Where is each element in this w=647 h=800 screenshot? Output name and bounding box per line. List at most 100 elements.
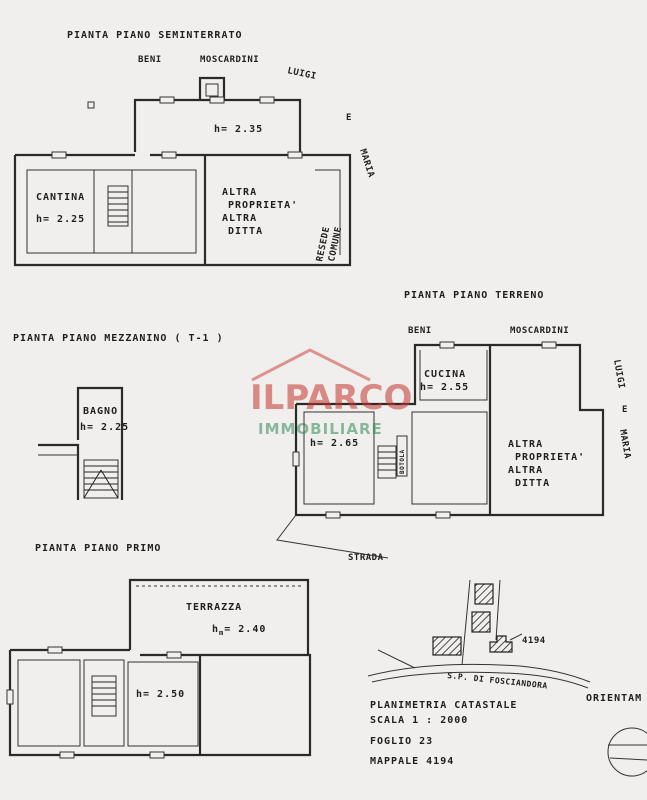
ground-outline bbox=[294, 343, 605, 517]
compass-icon bbox=[607, 727, 647, 777]
ground-hatch bbox=[396, 435, 408, 477]
ground-neighbor-beni: BENI bbox=[408, 326, 432, 336]
ground-altra-1: ALTRA bbox=[508, 439, 543, 450]
basement-stairs bbox=[107, 185, 129, 227]
road-line-1 bbox=[367, 663, 591, 683]
first-central-room bbox=[127, 661, 199, 747]
ground-neighbor-e: E bbox=[622, 405, 628, 415]
ground-window-2 bbox=[541, 341, 557, 349]
basement-title: PIANTA PIANO SEMINTERRATO bbox=[67, 30, 243, 41]
mezzanine-stair-wall bbox=[38, 443, 80, 500]
ground-window-5 bbox=[435, 511, 451, 519]
first-terrace-height: hm= 2.40 bbox=[212, 624, 266, 637]
first-corridor bbox=[83, 659, 125, 747]
ground-window-4 bbox=[325, 511, 341, 519]
basement-cantina-label: CANTINA bbox=[36, 192, 85, 203]
ground-neighbor-luigi: LUIGI bbox=[611, 359, 626, 390]
ground-neighbor-moscardini: MOSCARDINI bbox=[510, 326, 569, 336]
side-road-line bbox=[377, 649, 416, 669]
ground-altra-4: DITTA bbox=[515, 478, 550, 489]
mezzanine-bagno-label: BAGNO bbox=[83, 406, 118, 417]
first-terrace-label: TERRAZZA bbox=[186, 602, 242, 613]
basement-chimney-box bbox=[205, 83, 219, 97]
basement-cantina-room bbox=[26, 169, 95, 254]
cadastral-line-3: FOGLIO 23 bbox=[370, 736, 433, 747]
ground-street-line bbox=[276, 514, 389, 559]
compass-line-2 bbox=[609, 757, 647, 761]
watermark-sub-text: IMMOBILIARE bbox=[258, 420, 383, 438]
first-window-3 bbox=[6, 689, 14, 705]
cadastral-info: PLANIMETRIA CATASTALE SCALA 1 : 2000 FOG… bbox=[370, 700, 517, 767]
mezzanine-title: PIANTA PIANO MEZZANINO ( T-1 ) bbox=[13, 333, 224, 344]
first-window-5 bbox=[149, 751, 165, 759]
ground-hatch-label: BOTOLA bbox=[399, 449, 406, 474]
road-line-2 bbox=[371, 671, 589, 689]
basement-altra-3: ALTRA bbox=[222, 213, 257, 224]
ground-kitchen-label: CUCINA bbox=[424, 369, 466, 380]
ground-living-room bbox=[303, 411, 375, 505]
mezzanine-plan: PIANTA PIANO MEZZANINO ( T-1 ) BAGNO h= … bbox=[13, 333, 224, 500]
basement-neighbor-beni: BENI bbox=[138, 55, 162, 65]
basement-window-2 bbox=[209, 96, 225, 104]
plot-line-1 bbox=[461, 579, 471, 666]
ground-inner-room bbox=[411, 411, 488, 505]
basement-upper-height: h= 2.35 bbox=[214, 124, 263, 135]
first-window-1 bbox=[47, 646, 63, 654]
basement-corridor bbox=[93, 169, 133, 254]
basement-neighbor-luigi: LUIGI bbox=[286, 66, 317, 82]
building-block-2 bbox=[471, 611, 491, 633]
basement-altra-4: DITTA bbox=[228, 226, 263, 237]
mappale-pointer bbox=[509, 633, 523, 641]
ground-living-height: h= 2.65 bbox=[310, 438, 359, 449]
mezzanine-stairs bbox=[83, 459, 119, 499]
first-window-4 bbox=[59, 751, 75, 759]
ground-altra-3: ALTRA bbox=[508, 465, 543, 476]
mezzanine-bagno-height: h= 2.25 bbox=[80, 422, 129, 433]
first-title: PIANTA PIANO PRIMO bbox=[35, 543, 161, 554]
ground-altra-2: PROPRIETA' bbox=[515, 452, 585, 463]
ground-kitchen-room bbox=[419, 350, 488, 401]
basement-central-room bbox=[131, 169, 197, 254]
cadastral-line-1: PLANIMETRIA CATASTALE bbox=[370, 700, 517, 711]
orientation-label: ORIENTAM bbox=[586, 693, 642, 704]
first-central-height: h= 2.50 bbox=[136, 689, 185, 700]
plot-line-2 bbox=[495, 579, 501, 641]
ground-title: PIANTA PIANO TERRENO bbox=[404, 290, 544, 301]
basement-cantina-height: h= 2.25 bbox=[36, 214, 85, 225]
mezzanine-bathroom-wall bbox=[76, 386, 124, 500]
basement-altra-2: PROPRIETA' bbox=[228, 200, 298, 211]
building-block-4194 bbox=[489, 635, 513, 653]
basement-window-6 bbox=[287, 151, 303, 159]
first-terrace-wall bbox=[128, 578, 310, 655]
ground-neighbor-maria: MARIA bbox=[617, 429, 632, 460]
watermark-roof-icon bbox=[251, 348, 371, 382]
building-block-1 bbox=[474, 583, 494, 605]
cadastral-line-2: SCALA 1 : 2000 bbox=[370, 715, 468, 726]
first-outline bbox=[8, 650, 312, 757]
basement-window-1 bbox=[159, 96, 175, 104]
basement-neighbor-moscardini: MOSCARDINI bbox=[200, 55, 259, 65]
basement-neighbor-maria: MARIA bbox=[357, 148, 376, 179]
building-block-3 bbox=[432, 636, 462, 656]
ground-kitchen-height: h= 2.55 bbox=[420, 382, 469, 393]
ground-window-3 bbox=[292, 451, 300, 467]
basement-chimney bbox=[198, 76, 226, 100]
basement-window-3 bbox=[259, 96, 275, 104]
basement-resede-area bbox=[315, 169, 341, 255]
ground-street-label: STRADA bbox=[348, 553, 384, 563]
watermark-main-text: ILPARCO bbox=[250, 378, 412, 418]
basement-window-4 bbox=[51, 151, 67, 159]
cadastral-line-4: MAPPALE 4194 bbox=[370, 756, 454, 767]
first-left-room bbox=[17, 659, 81, 747]
ground-window-1 bbox=[439, 341, 455, 349]
first-window-2 bbox=[166, 651, 182, 659]
basement-small-marker bbox=[87, 101, 95, 109]
mappale-map-label: 4194 bbox=[522, 636, 546, 646]
basement-window-5 bbox=[161, 151, 177, 159]
agency-watermark-logo: ILPARCO IMMOBILIARE bbox=[250, 348, 412, 438]
basement-neighbor-e: E bbox=[346, 113, 352, 123]
road-name-label: S.P. DI FOSCIANDORA bbox=[447, 671, 548, 691]
first-stairs bbox=[91, 675, 117, 717]
first-plan: PIANTA PIANO PRIMO TERRAZZA hm= 2.40 h= … bbox=[6, 543, 312, 759]
